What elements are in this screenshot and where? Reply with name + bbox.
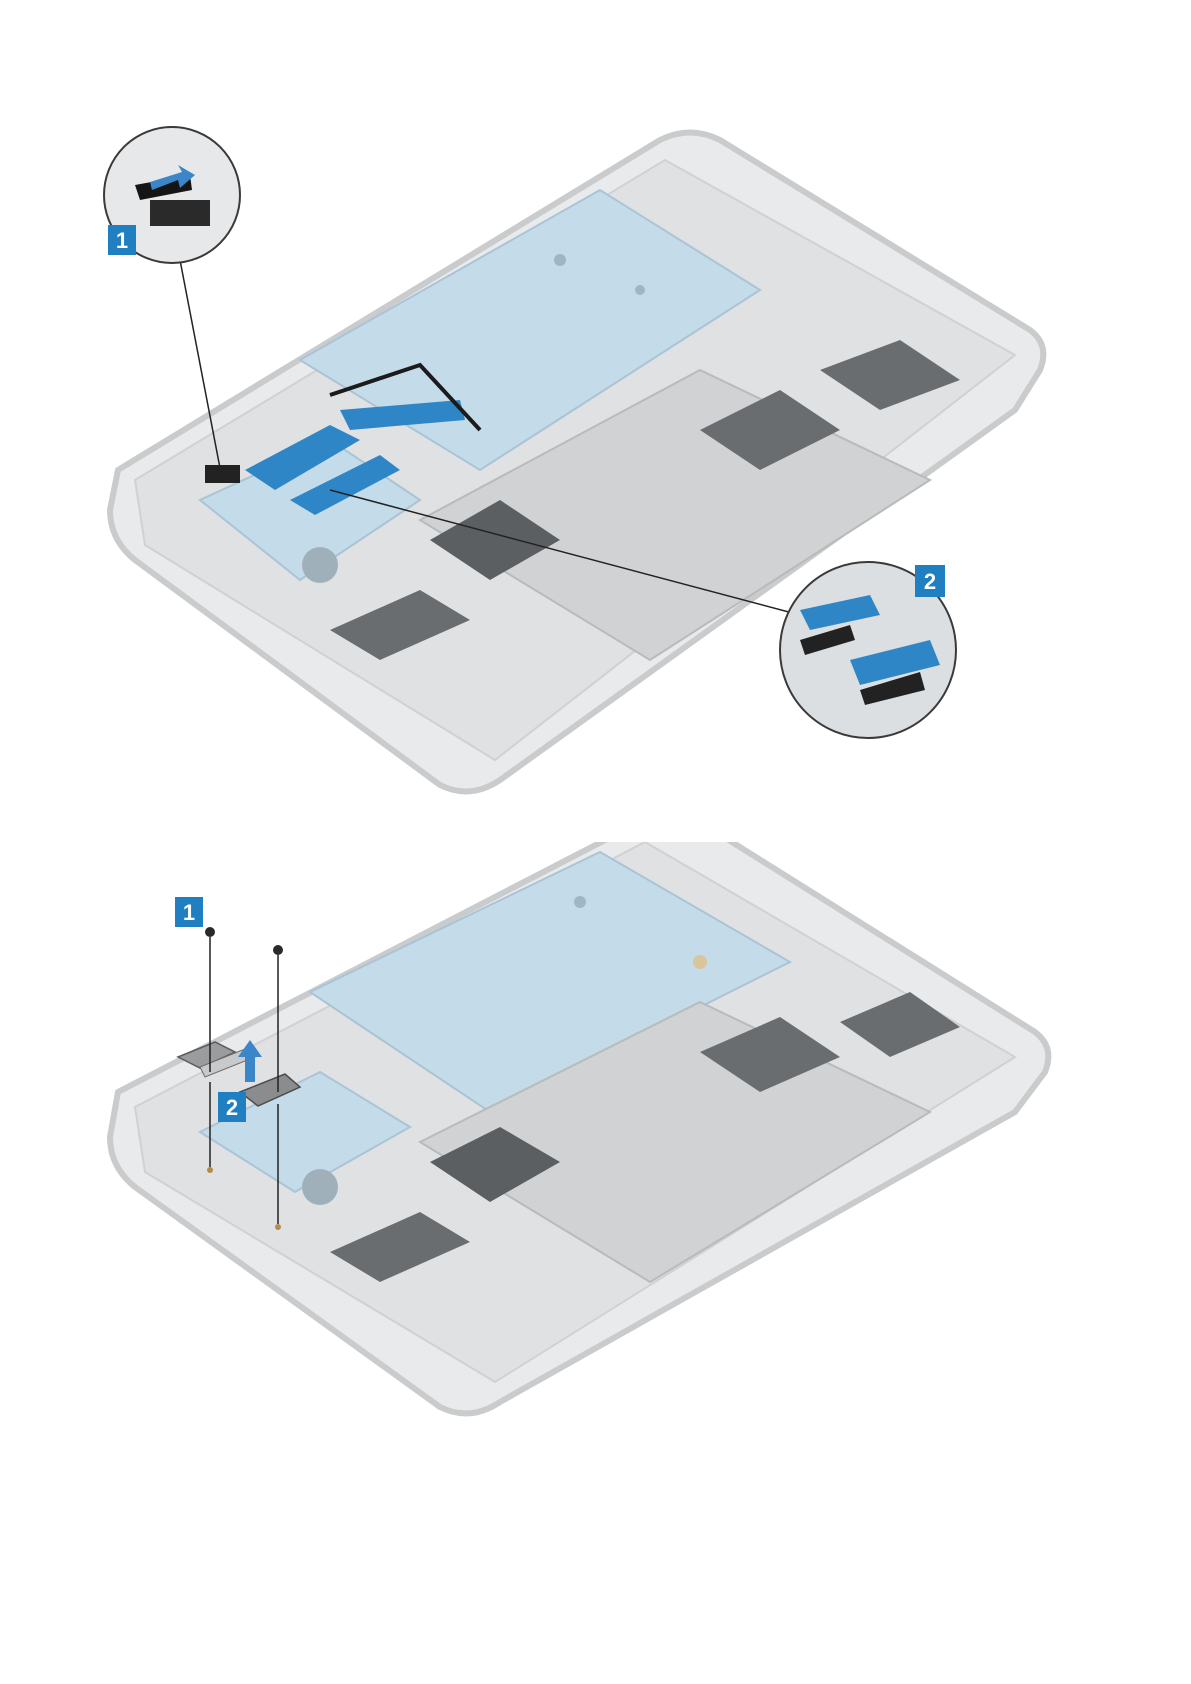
step-callout-2: 2 <box>915 565 945 597</box>
figure-remove-bracket: 1 2 <box>0 842 1191 1684</box>
step-label: 1 <box>183 900 195 925</box>
dell-logo-icon <box>302 547 338 583</box>
dell-logo-icon <box>302 1169 338 1205</box>
step-label: 1 <box>116 228 128 253</box>
step-label: 2 <box>924 569 936 594</box>
step-callout-1: 1 <box>175 897 203 927</box>
figure-disconnect-cables: 1 2 <box>0 0 1191 842</box>
screw-icon <box>205 927 215 937</box>
step-callout-1: 1 <box>108 225 136 255</box>
connector-1 <box>205 465 240 483</box>
fig1-illustration: 1 2 <box>0 0 1191 842</box>
screw-icon <box>273 945 283 955</box>
fig2-illustration: 1 2 <box>0 842 1191 1684</box>
step-label: 2 <box>226 1095 238 1120</box>
step-callout-2: 2 <box>218 1092 246 1122</box>
